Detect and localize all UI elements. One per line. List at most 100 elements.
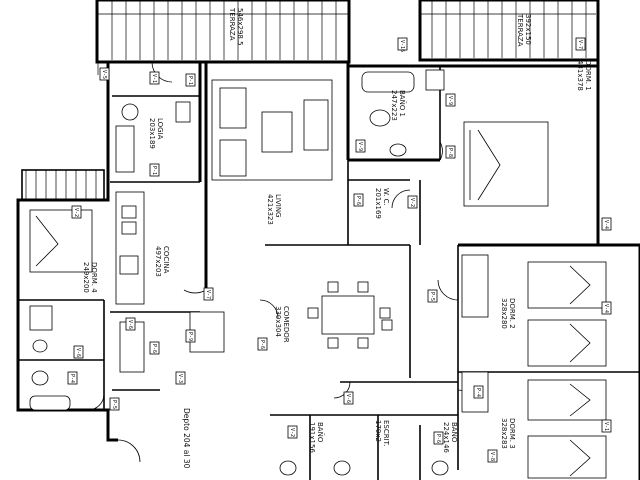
opening-tag: P-9	[185, 329, 196, 343]
svg-text:P-6: P-6	[355, 196, 361, 205]
room-label-living: LIVING 421x323	[266, 194, 282, 225]
wardrobes	[29, 254, 489, 413]
svg-text:V-3: V-3	[177, 374, 183, 383]
bed-dorm4	[29, 209, 93, 273]
svg-text:V-4: V-4	[603, 304, 609, 313]
opening-tag: P-1	[149, 163, 160, 177]
opening-tag: P-5	[109, 397, 120, 411]
svg-text:V-16: V-16	[399, 40, 405, 52]
svg-text:224x146: 224x146	[442, 422, 450, 453]
svg-text:DORM. 4: DORM. 4	[90, 262, 98, 293]
room-label-dorm4: DORM. 4 249x200	[82, 262, 98, 293]
svg-text:328x280: 328x280	[500, 298, 508, 329]
living-furniture	[211, 79, 333, 181]
opening-tag: V-8	[487, 449, 498, 463]
svg-text:328x283: 328x283	[500, 418, 508, 449]
svg-text:431x378: 431x378	[576, 60, 584, 91]
unit-label: Depto 204 al 30	[182, 408, 191, 469]
svg-text:392x150: 392x150	[524, 14, 532, 45]
svg-text:TERRAZA: TERRAZA	[228, 7, 236, 41]
svg-text:BAÑO: BAÑO	[450, 422, 459, 443]
balcony-left-railing	[25, 170, 97, 200]
svg-text:LOGIA: LOGIA	[156, 118, 164, 140]
opening-tag: P-6	[433, 431, 444, 445]
opening-tag: V-4	[601, 217, 612, 231]
opening-tag: V-4	[601, 301, 612, 315]
dining-set	[307, 281, 393, 349]
svg-text:Depto 204 al 30: Depto 204 al 30	[182, 408, 191, 469]
opening-tag: P-6	[353, 193, 364, 207]
terrace-right-railing	[420, 0, 596, 58]
svg-text:V-2: V-2	[409, 198, 415, 207]
svg-text:V-4: V-4	[603, 220, 609, 229]
room-label-dorm3: DORM. 3 328x283	[500, 418, 516, 449]
opening-tag: V-1	[149, 71, 160, 85]
opening-tag: V-6	[125, 317, 136, 331]
room-label-dorm2: DORM. 2 328x280	[500, 298, 516, 329]
beds-dorm2	[527, 261, 607, 367]
svg-text:P-8: P-8	[447, 148, 453, 157]
opening-tag: P-6	[149, 341, 160, 355]
opening-tag: V-2	[71, 205, 82, 219]
svg-text:COMEDOR: COMEDOR	[282, 306, 290, 343]
svg-text:DORM. 2: DORM. 2	[508, 298, 516, 329]
svg-text:P-6: P-6	[259, 340, 265, 349]
opening-tag: P-6	[257, 337, 268, 351]
opening-tag: V-6	[73, 345, 84, 359]
svg-text:P-9: P-9	[187, 332, 193, 341]
svg-text:170x2: 170x2	[374, 420, 382, 442]
svg-text:V-9: V-9	[357, 142, 363, 151]
room-label-cocina: COCINA 497x203	[154, 246, 170, 277]
svg-text:COCINA: COCINA	[162, 246, 170, 274]
svg-text:546x298.5: 546x298.5	[236, 8, 244, 46]
opening-tag: V-1	[601, 419, 612, 433]
svg-text:DORM. 1: DORM. 1	[584, 60, 592, 91]
opening-tag: V-6	[343, 391, 354, 405]
svg-text:V-6: V-6	[127, 320, 133, 329]
opening-tag: V-7	[575, 37, 586, 51]
svg-text:TERRAZA: TERRAZA	[516, 13, 524, 47]
svg-text:P-6: P-6	[435, 434, 441, 443]
svg-text:V-7: V-7	[205, 290, 211, 299]
svg-text:203x189: 203x189	[148, 118, 156, 149]
svg-text:497x203: 497x203	[154, 246, 162, 277]
opening-tag: V-5	[99, 67, 110, 81]
opening-tag: V-2	[407, 195, 418, 209]
svg-text:V-5: V-5	[101, 70, 107, 79]
svg-text:330x304: 330x304	[274, 306, 282, 337]
svg-text:P-1: P-1	[151, 166, 157, 175]
svg-text:249x200: 249x200	[82, 262, 90, 293]
svg-text:P-5: P-5	[111, 400, 117, 409]
svg-text:V-1: V-1	[603, 422, 609, 431]
kitchen-fixtures	[115, 125, 225, 373]
svg-text:247x223: 247x223	[390, 90, 398, 121]
svg-text:P-4: P-4	[475, 388, 481, 397]
bed-dorm1	[463, 121, 549, 207]
terrace-left-railing	[97, 0, 348, 75]
svg-text:DORM. 3: DORM. 3	[508, 418, 516, 449]
svg-text:BAÑO 1: BAÑO 1	[398, 90, 407, 117]
svg-text:P-6: P-6	[151, 344, 157, 353]
opening-tag: P-4	[67, 371, 78, 385]
room-label-dorm1: DORM. 1 431x378	[576, 60, 592, 91]
opening-tag: P-5	[427, 289, 438, 303]
outer-walls	[16, 60, 640, 480]
room-label-terraza-left: TERRAZA 546x298.5	[228, 7, 244, 46]
opening-tag: V-2	[287, 425, 298, 439]
opening-tag: V-7	[203, 287, 214, 301]
room-label-logia: LOGIA 203x189	[148, 118, 164, 149]
opening-tag: P-4	[473, 385, 484, 399]
beds-dorm3	[527, 379, 607, 479]
bathroom-fixtures	[29, 69, 449, 476]
svg-text:ESCRIT.: ESCRIT.	[382, 420, 390, 446]
svg-text:421x323: 421x323	[266, 194, 274, 225]
svg-text:LIVING: LIVING	[274, 194, 282, 217]
svg-text:V-6: V-6	[345, 394, 351, 403]
opening-tag: P-8	[445, 145, 456, 159]
room-label-bano-small: BAÑO 191x156	[308, 422, 325, 453]
svg-text:P-5: P-5	[429, 292, 435, 301]
room-label-escritorio: ESCRIT. 170x2	[374, 420, 390, 446]
svg-text:V-2: V-2	[289, 428, 295, 437]
opening-tag: P-1	[185, 73, 196, 87]
